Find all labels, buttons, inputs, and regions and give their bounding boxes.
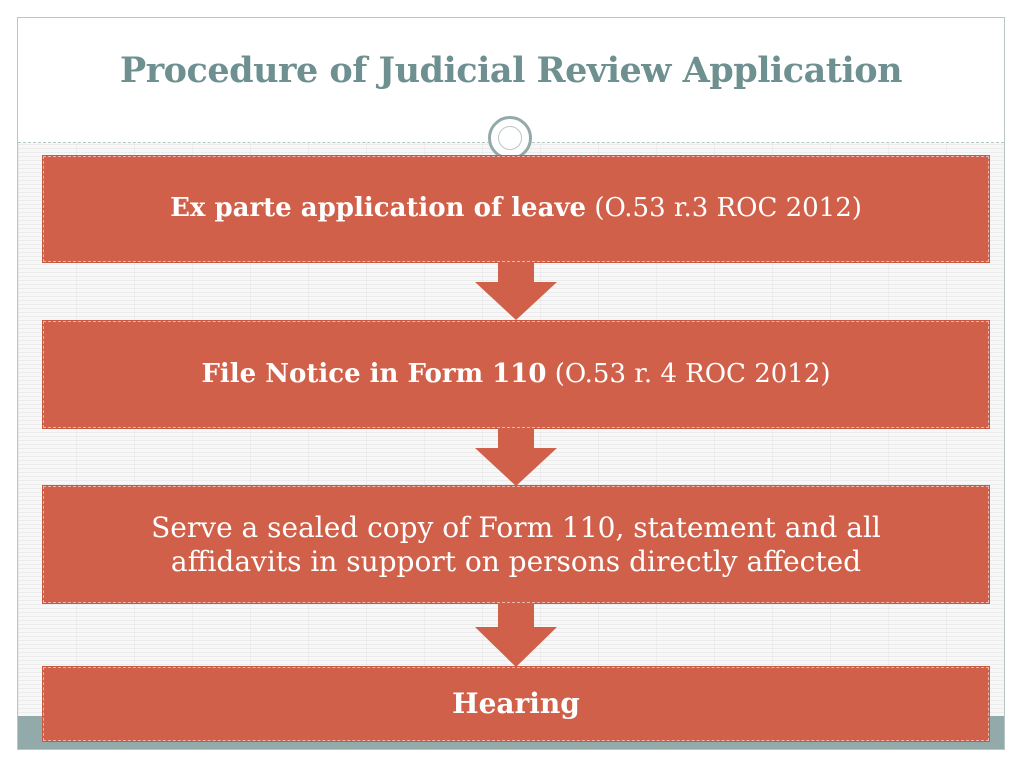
step-4-text: Hearing: [452, 687, 580, 721]
down-arrow-icon: [475, 428, 557, 486]
step-4-box: Hearing: [42, 666, 990, 742]
down-arrow-icon: [475, 603, 557, 667]
slide-title: Procedure of Judicial Review Application: [119, 50, 903, 91]
step-2-bold-text: File Notice in Form 110: [201, 358, 547, 389]
step-2-box: File Notice in Form 110 (O.53 r. 4 ROC 2…: [42, 320, 990, 429]
ring-inner: [498, 126, 522, 150]
step-1-bold-text: Ex parte application of leave: [170, 193, 587, 224]
step-1-rule-text: (O.53 r.3 ROC 2012): [594, 193, 862, 224]
step-1-box: Ex parte application of leave (O.53 r.3 …: [42, 155, 990, 263]
ring-ornament-icon: [488, 116, 532, 160]
step-3-box: Serve a sealed copy of Form 110, stateme…: [42, 485, 990, 604]
step-3-line-2: affidavits in support on persons directl…: [170, 544, 862, 578]
down-arrow-icon: [475, 262, 557, 320]
step-3-line-1: Serve a sealed copy of Form 110, stateme…: [151, 510, 881, 544]
step-2-rule-text: (O.53 r. 4 ROC 2012): [554, 358, 831, 389]
